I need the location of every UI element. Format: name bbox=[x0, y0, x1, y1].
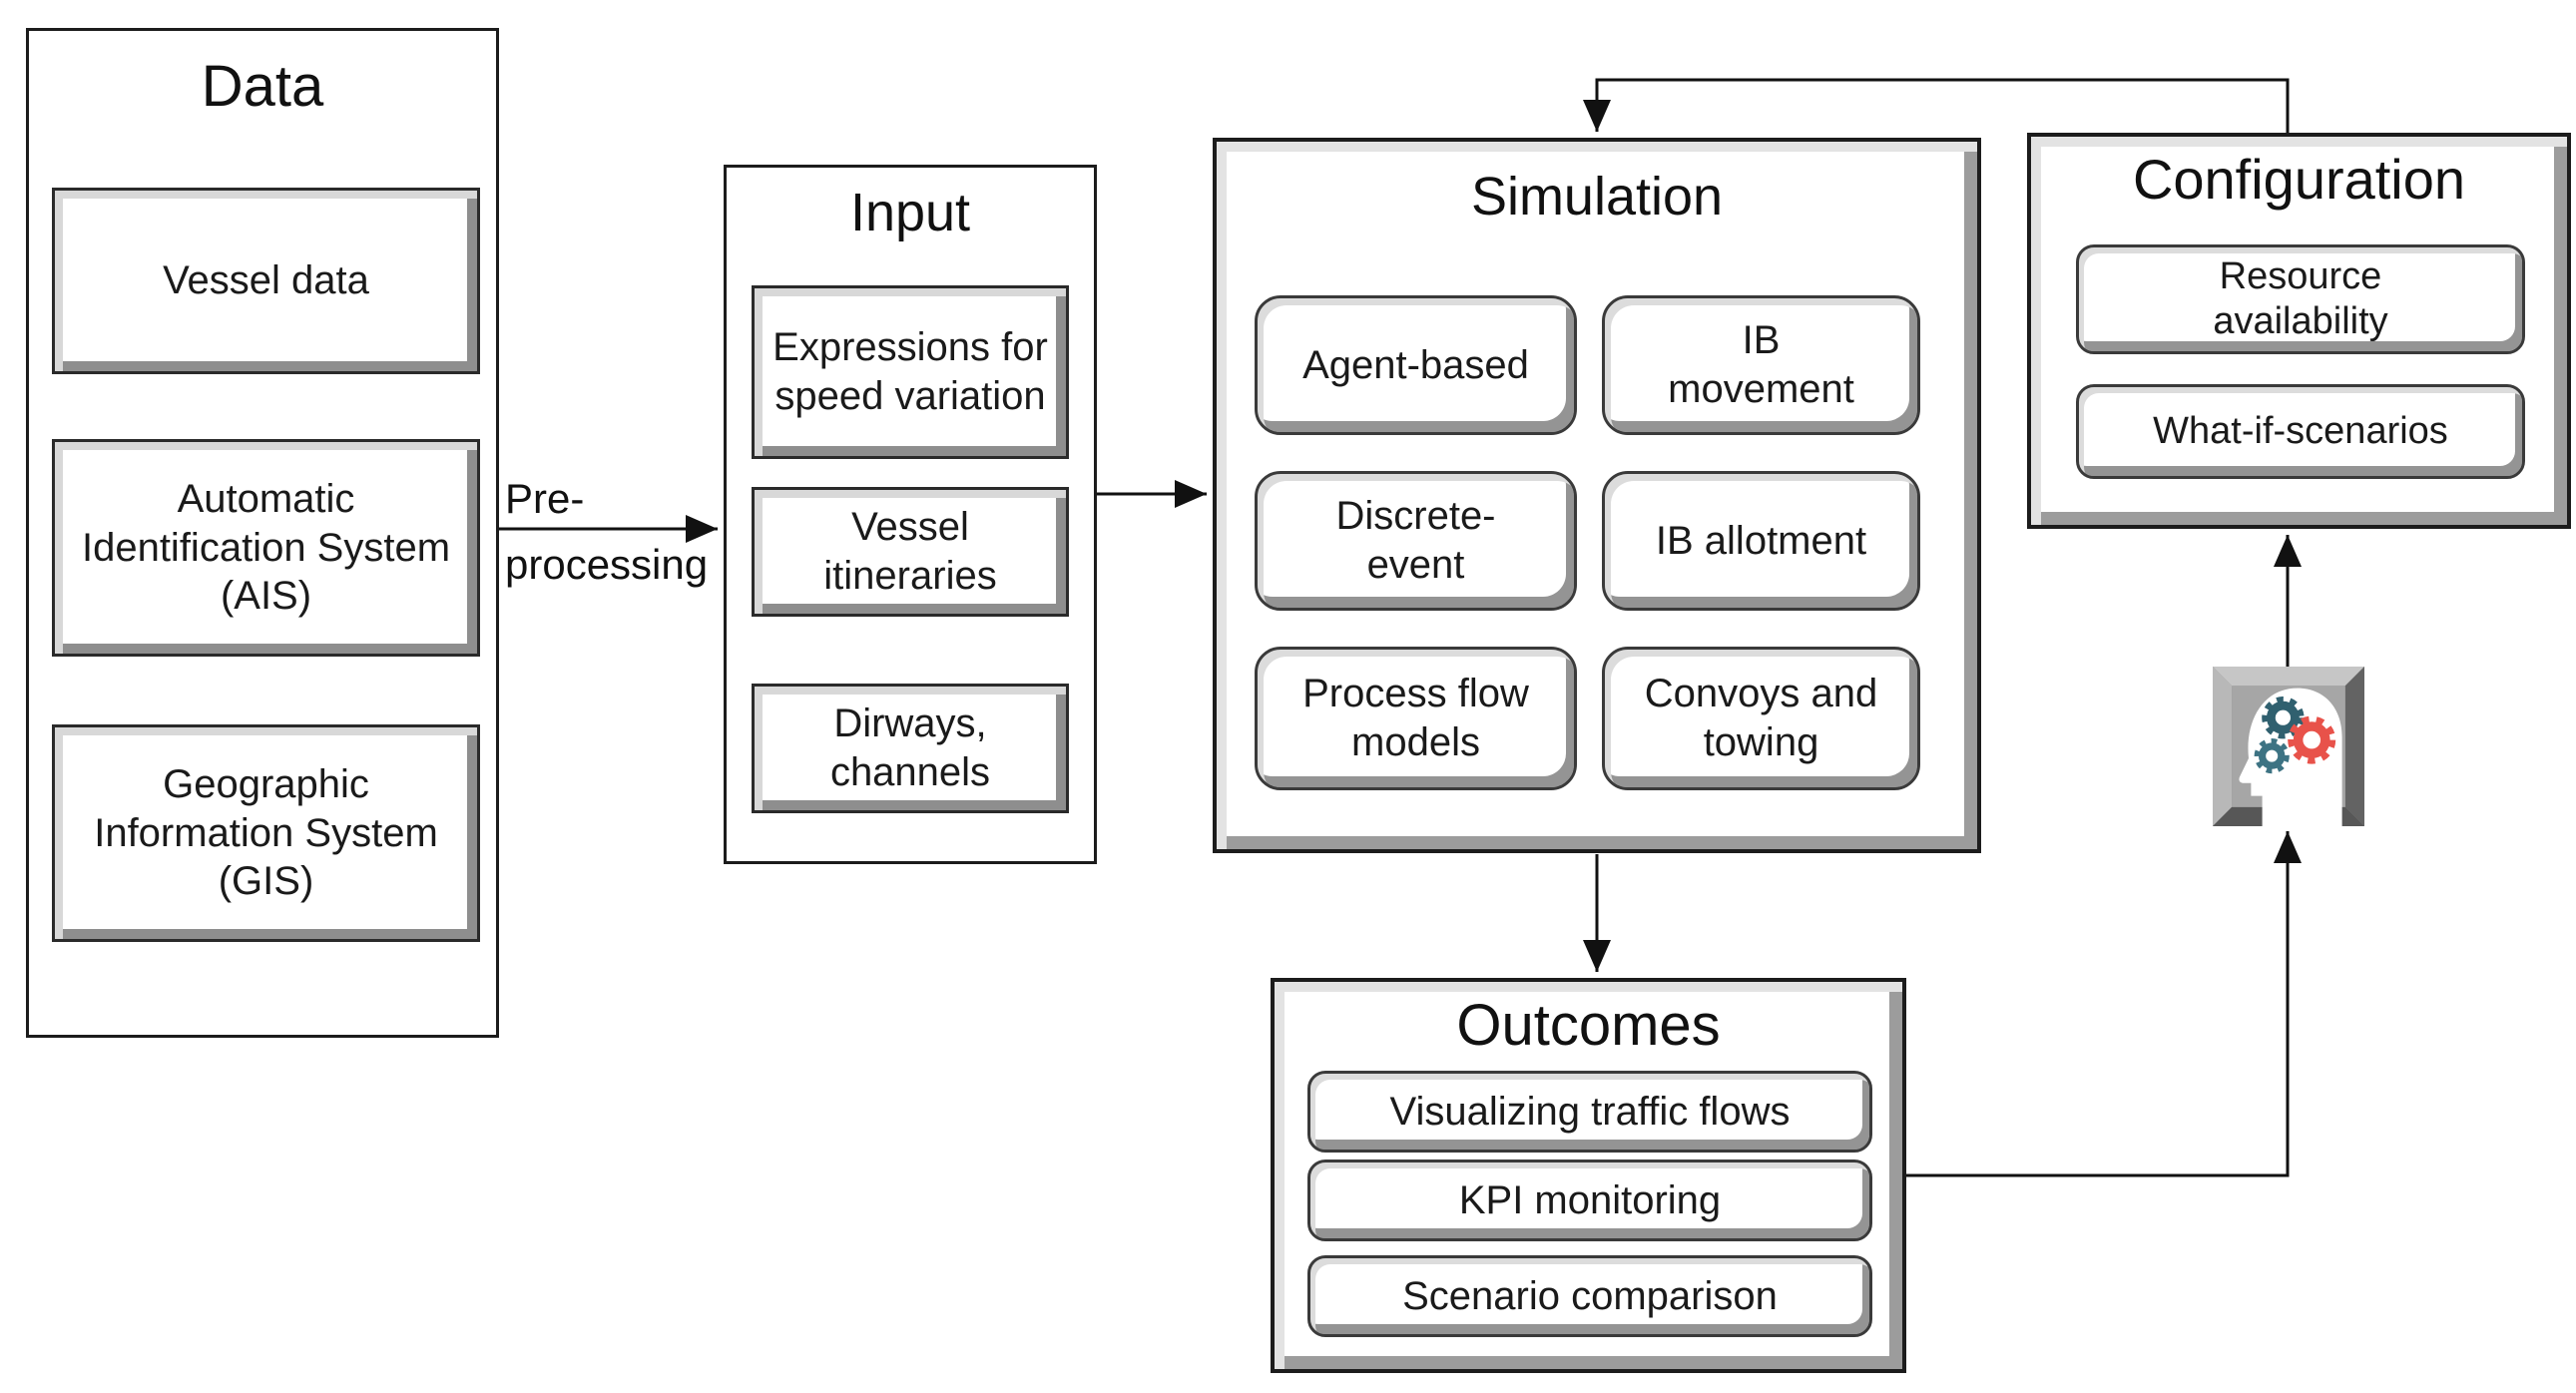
simulation-item-label: Convoys and towing bbox=[1644, 672, 1878, 764]
simulation-item-label: Process flow models bbox=[1302, 672, 1529, 764]
input-panel-title: Input bbox=[849, 183, 971, 242]
outcomes-item-kpi-monitoring: KPI monitoring bbox=[1307, 1160, 1872, 1241]
configuration-item-label: What-if-scenarios bbox=[2153, 410, 2448, 453]
simulation-item-discrete-event: Discrete-event bbox=[1255, 471, 1577, 611]
outcomes-item-label: Visualizing traffic flows bbox=[1389, 1089, 1791, 1134]
simulation-item-agent-based: Agent-based bbox=[1255, 295, 1577, 435]
simulation-item-ib-movement: IB movement bbox=[1602, 295, 1920, 435]
simulation-item-ib-allotment: IB allotment bbox=[1602, 471, 1920, 611]
data-item-gis: Geographic Information System (GIS) bbox=[52, 724, 480, 942]
arrow-configuration-to-simulation bbox=[1583, 78, 2290, 133]
data-panel: Data Vessel data Automatic Identificatio… bbox=[26, 28, 499, 1038]
gear-teal bbox=[2254, 738, 2290, 774]
configuration-panel-title: Configuration bbox=[2132, 148, 2466, 211]
outcomes-panel: Outcomes Visualizing traffic flows KPI m… bbox=[1271, 978, 1906, 1373]
simulation-item-label: IB movement bbox=[1668, 318, 1854, 411]
simulation-item-label: IB allotment bbox=[1655, 518, 1867, 563]
input-item-label: Expressions for speed variation bbox=[773, 325, 1048, 418]
input-item-vessel-itineraries: Vessel itineraries bbox=[752, 487, 1069, 617]
simulation-item-convoys-towing: Convoys and towing bbox=[1602, 647, 1920, 790]
gear-dark-teal bbox=[2262, 696, 2305, 739]
input-panel: Input Expressions for speed variation Ve… bbox=[724, 165, 1097, 864]
data-panel-title: Data bbox=[201, 54, 324, 119]
outcomes-item-label: Scenario comparison bbox=[1402, 1273, 1778, 1318]
head-gears-icon-graphic bbox=[2213, 667, 2364, 826]
configuration-item-what-if-scenarios: What-if-scenarios bbox=[2076, 384, 2525, 479]
input-item-expressions: Expressions for speed variation bbox=[752, 285, 1069, 459]
outcomes-item-label: KPI monitoring bbox=[1458, 1177, 1722, 1222]
input-item-label: Vessel itineraries bbox=[823, 505, 997, 598]
simulation-panel: Simulation Agent-based IB movement Discr… bbox=[1213, 138, 1981, 853]
simulation-item-label: Discrete-event bbox=[1335, 494, 1496, 587]
data-item-label: Geographic Information System (GIS) bbox=[94, 761, 438, 904]
input-item-dirways-channels: Dirways, channels bbox=[752, 684, 1069, 813]
input-item-label: Dirways, channels bbox=[829, 701, 991, 794]
configuration-panel: Configuration Resource availability What… bbox=[2027, 133, 2571, 529]
data-item-vessel-data: Vessel data bbox=[52, 188, 480, 374]
data-item-ais: Automatic Identification System (AIS) bbox=[52, 439, 480, 657]
arrow-outcomes-to-icon bbox=[1906, 831, 2302, 1177]
head-gears-icon bbox=[2213, 667, 2364, 826]
data-item-label: Automatic Identification System (AIS) bbox=[81, 476, 451, 619]
outcomes-panel-title: Outcomes bbox=[1456, 993, 1721, 1058]
simulation-item-process-flow-models: Process flow models bbox=[1255, 647, 1577, 790]
configuration-item-resource-availability: Resource availability bbox=[2076, 244, 2525, 354]
configuration-item-label: Resource availability bbox=[2213, 255, 2388, 342]
outcomes-item-visualizing-traffic-flows: Visualizing traffic flows bbox=[1307, 1071, 1872, 1153]
data-item-label: Vessel data bbox=[163, 258, 369, 303]
preprocessing-label-line1: Pre- bbox=[505, 475, 585, 522]
preprocessing-label-line2: processing bbox=[505, 541, 709, 588]
simulation-item-label: Agent-based bbox=[1302, 342, 1529, 387]
outcomes-item-scenario-comparison: Scenario comparison bbox=[1307, 1255, 1872, 1337]
simulation-panel-title: Simulation bbox=[1470, 167, 1724, 227]
